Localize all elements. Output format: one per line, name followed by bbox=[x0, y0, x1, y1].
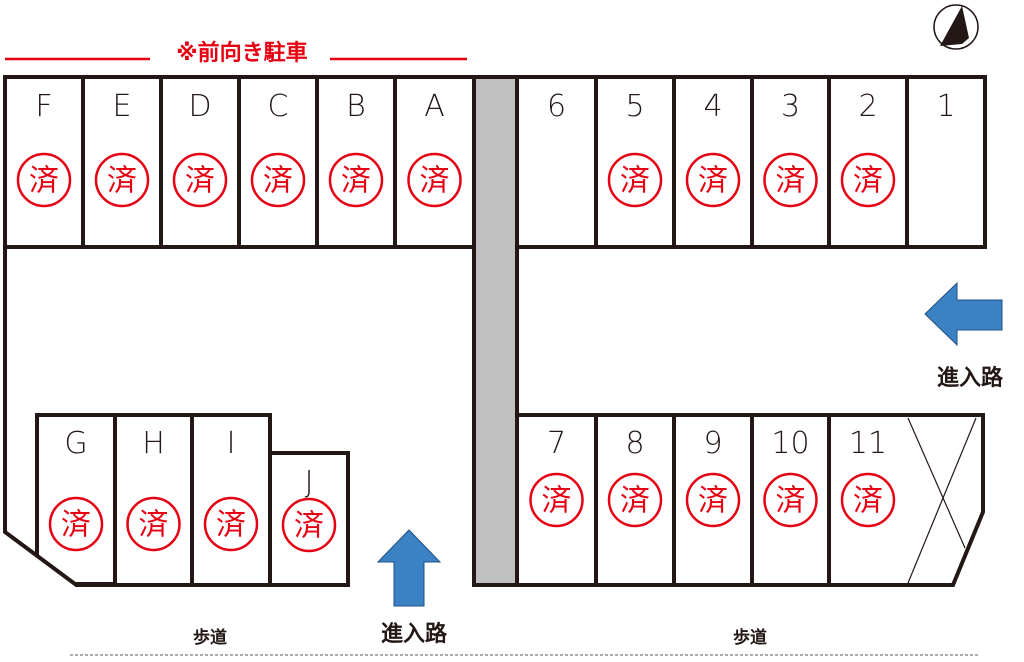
stall-label: 1 bbox=[936, 89, 955, 124]
stall-label: 8 bbox=[625, 426, 644, 461]
stall-label: 9 bbox=[703, 426, 722, 461]
reserved-stamp-text: 済 bbox=[139, 508, 169, 543]
parking-stall-9[interactable]: 9済 bbox=[672, 415, 741, 585]
parking-stall-4[interactable]: 4済 bbox=[672, 77, 741, 247]
reserved-stamp-text: 済 bbox=[776, 484, 806, 519]
unavailable-stall bbox=[907, 417, 977, 584]
reserved-stamp-text: 済 bbox=[420, 164, 450, 199]
parking-stall-C[interactable]: C済 bbox=[237, 77, 306, 247]
reserved-stamp-icon: 済 bbox=[126, 496, 181, 552]
reserved-stamp-text: 済 bbox=[542, 484, 572, 519]
reserved-stamp-text: 済 bbox=[185, 164, 215, 199]
stall-label: 4 bbox=[703, 89, 722, 124]
stall-label: 3 bbox=[781, 89, 800, 124]
parking-stall-A[interactable]: A済 bbox=[393, 77, 462, 247]
stall-label: I bbox=[227, 426, 236, 461]
stall-j-outline bbox=[270, 451, 350, 587]
reserved-stamp-icon: 済 bbox=[840, 472, 896, 528]
parking-stall-5[interactable]: 5済 bbox=[594, 77, 663, 247]
north-compass-icon bbox=[933, 4, 979, 50]
entrance-arrow-up-icon bbox=[376, 529, 442, 607]
reserved-stamp-icon: 済 bbox=[685, 152, 741, 208]
reserved-stamp-icon: 済 bbox=[529, 472, 584, 528]
entrance-label-right: 進入路 bbox=[937, 365, 1004, 391]
reserved-stamp-icon: 済 bbox=[840, 152, 896, 208]
stall-label: 7 bbox=[547, 426, 566, 461]
parking-stall-7[interactable]: 7済 bbox=[529, 426, 584, 528]
reserved-stamp-text: 済 bbox=[620, 484, 650, 519]
front-parking-notice: ※前向き駐車 bbox=[176, 40, 307, 66]
parking-stall-1[interactable]: 1 bbox=[905, 77, 956, 247]
reserved-stamp-text: 済 bbox=[853, 164, 883, 199]
reserved-stamp-icon: 済 bbox=[94, 152, 150, 208]
parking-stall-D[interactable]: D済 bbox=[159, 77, 228, 247]
reserved-stamp-text: 済 bbox=[341, 164, 371, 199]
parking-stall-10[interactable]: 10 済 bbox=[750, 415, 818, 585]
sidewalk-label-left: 歩道 bbox=[193, 627, 227, 648]
reserved-stamp-text: 済 bbox=[107, 164, 137, 199]
entrance-label-bottom: 進入路 bbox=[381, 621, 448, 647]
reserved-stamp-icon: 済 bbox=[763, 152, 818, 208]
reserved-stamp-icon: 済 bbox=[203, 496, 259, 552]
stall-label: C bbox=[268, 89, 289, 124]
reserved-stamp-icon: 済 bbox=[685, 472, 741, 528]
reserved-stamp-text: 済 bbox=[698, 164, 728, 199]
stall-label: H bbox=[142, 426, 165, 461]
parking-stall-8[interactable]: 8済 bbox=[594, 415, 663, 585]
reserved-stamp-text: 済 bbox=[776, 164, 806, 199]
stall-label: A bbox=[424, 89, 445, 124]
reserved-stamp-icon: 済 bbox=[281, 497, 337, 553]
entrance-arrow-left-icon bbox=[924, 281, 1003, 347]
stall-label: F bbox=[35, 89, 52, 124]
reserved-stamp-icon: 済 bbox=[16, 152, 72, 208]
parking-stall-H[interactable]: H済 bbox=[113, 415, 181, 585]
parking-stall-2[interactable]: 2済 bbox=[827, 77, 896, 247]
center-divider bbox=[472, 75, 519, 587]
stall-label: 2 bbox=[858, 89, 877, 124]
stall-label: 5 bbox=[625, 89, 644, 124]
reserved-stamp-icon: 済 bbox=[48, 496, 104, 552]
reserved-stamp-icon: 済 bbox=[250, 152, 306, 208]
parking-stall-B[interactable]: B済 bbox=[315, 77, 384, 247]
stall-label: 11 bbox=[849, 426, 887, 461]
reserved-stamp-text: 済 bbox=[216, 508, 246, 543]
reserved-stamp-text: 済 bbox=[294, 509, 324, 544]
reserved-stamp-text: 済 bbox=[29, 164, 59, 199]
parking-stall-F[interactable]: F済 bbox=[16, 89, 72, 208]
reserved-stamp-icon: 済 bbox=[607, 472, 663, 528]
reserved-stamp-text: 済 bbox=[853, 484, 883, 519]
stall-label: 10 bbox=[771, 426, 809, 461]
reserved-stamp-text: 済 bbox=[698, 484, 728, 519]
reserved-stamp-icon: 済 bbox=[328, 152, 384, 208]
reserved-stamp-icon: 済 bbox=[172, 152, 228, 208]
stall-label: E bbox=[113, 89, 132, 124]
stall-label: J bbox=[305, 465, 314, 500]
sidewalk-label-right: 歩道 bbox=[733, 627, 767, 648]
parking-stall-3[interactable]: 3済 bbox=[750, 77, 818, 247]
parking-stall-E[interactable]: E済 bbox=[81, 77, 150, 247]
stall-label: G bbox=[64, 426, 87, 461]
reserved-stamp-icon: 済 bbox=[763, 472, 818, 528]
parking-stall-G[interactable]: G済 bbox=[48, 426, 104, 552]
reserved-stamp-text: 済 bbox=[263, 164, 293, 199]
reserved-stamp-icon: 済 bbox=[407, 152, 462, 208]
parking-stall-J[interactable]: J済 bbox=[268, 415, 337, 585]
stall-label: D bbox=[188, 89, 211, 124]
parking-stall-11[interactable]: 11 済 bbox=[827, 415, 896, 585]
reserved-stamp-icon: 済 bbox=[607, 152, 663, 208]
reserved-stamp-text: 済 bbox=[620, 164, 650, 199]
stall-label: 6 bbox=[547, 89, 566, 124]
stall-label: B bbox=[346, 89, 366, 124]
parking-stall-I[interactable]: I済 bbox=[190, 415, 259, 585]
parking-stall-6[interactable]: 6 bbox=[547, 89, 566, 124]
reserved-stamp-text: 済 bbox=[61, 508, 91, 543]
